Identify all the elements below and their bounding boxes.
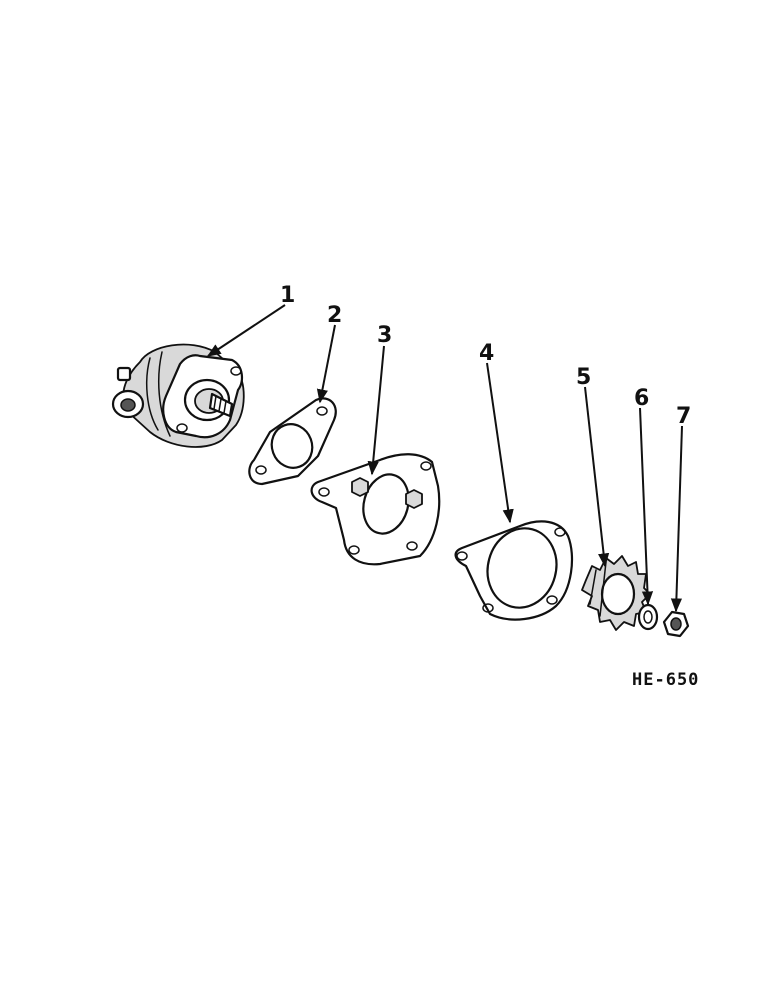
callout-6: 6 (634, 386, 649, 411)
part-5-spur-gear (581, 555, 651, 631)
part-7-hex-nut (662, 610, 690, 638)
leader-lines (206, 304, 683, 613)
callout-2: 2 (327, 303, 342, 328)
leader-3 (367, 345, 385, 476)
callout-5: 5 (576, 365, 591, 390)
leader-5 (584, 386, 610, 568)
part-4-mounting-gasket (454, 520, 574, 621)
leader-1 (206, 304, 286, 357)
callout-1: 1 (280, 283, 295, 308)
callouts: 1 2 3 4 5 6 7 (280, 283, 691, 429)
figure-code: HE-650 (632, 670, 699, 690)
part-3-adapter-plate (310, 453, 441, 566)
part-1-gear-pump (111, 343, 245, 448)
leader-7 (670, 425, 683, 613)
callout-7: 7 (676, 404, 691, 429)
callout-3: 3 (377, 323, 392, 348)
part-6-lock-washer (637, 603, 659, 631)
part-2-flange-gasket (248, 397, 337, 486)
leader-2 (316, 324, 336, 404)
leader-4 (486, 362, 514, 524)
leader-6 (639, 407, 654, 606)
callout-4: 4 (479, 341, 494, 366)
